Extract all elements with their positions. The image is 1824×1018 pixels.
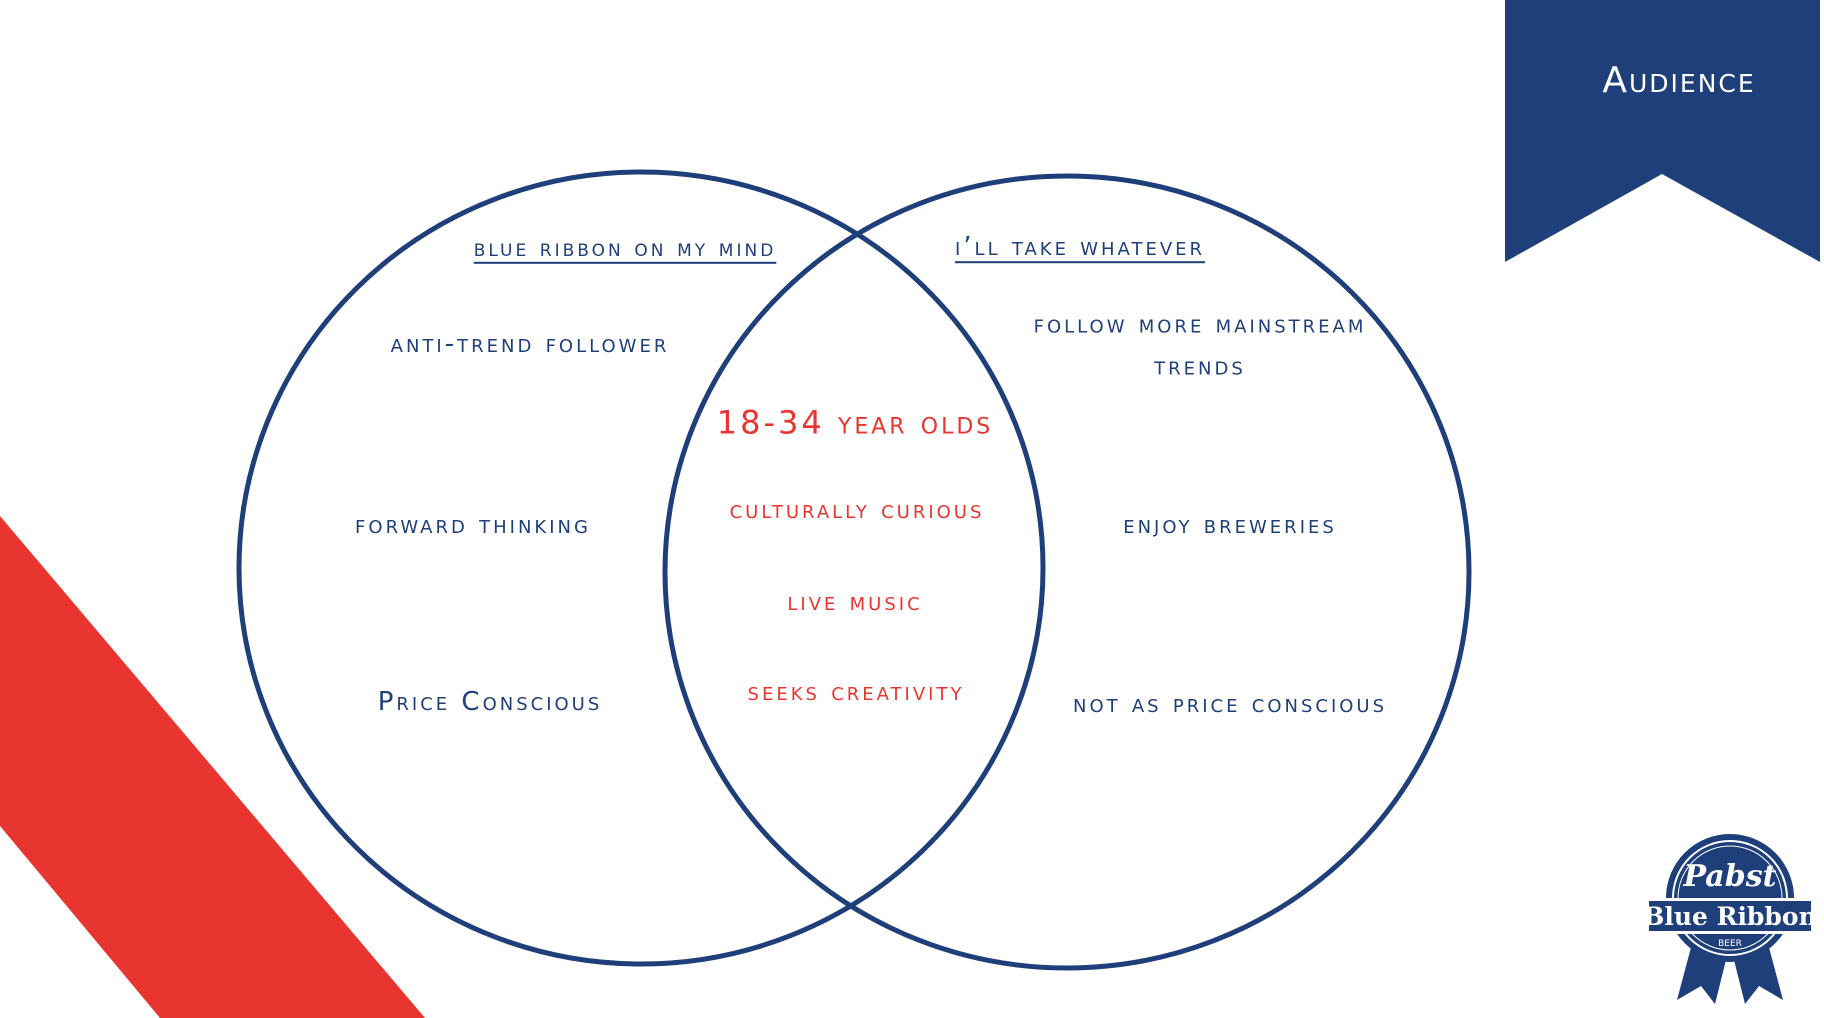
venn-circle-right (662, 173, 1472, 971)
overlap-item-age: 18-34 year olds (716, 403, 994, 442)
right-item-not-price-conscious: not as price conscious (1072, 689, 1388, 720)
right-item-mainstream-trends: follow more mainstream trends (1033, 309, 1367, 381)
pabst-blue-ribbon-logo: Pabst Blue Ribbon BEER (1645, 834, 1815, 1004)
venn-circle-left (236, 169, 1046, 967)
left-item-price-conscious: Price Conscious (377, 687, 603, 718)
logo-line-beer: BEER (1718, 939, 1742, 949)
left-item-forward-thinking: forward thinking (355, 510, 591, 541)
logo-line-blue-ribbon: Blue Ribbon (1645, 902, 1815, 931)
left-item-anti-trend: anti-trend follower (390, 329, 670, 360)
logo-line-pabst: Pabst (1683, 859, 1777, 894)
section-label: Audience (1602, 60, 1756, 101)
overlap-item-culturally-curious: culturally curious (729, 495, 985, 526)
right-circle-heading: I’ll take whatever (954, 232, 1206, 263)
overlap-item-live-music: live music (787, 587, 923, 618)
right-item-breweries: enjoy breweries (1123, 510, 1337, 541)
overlap-item-seeks-creativity: seeks creativity (747, 677, 965, 708)
left-circle-heading: blue ribbon on my mind (473, 233, 777, 262)
